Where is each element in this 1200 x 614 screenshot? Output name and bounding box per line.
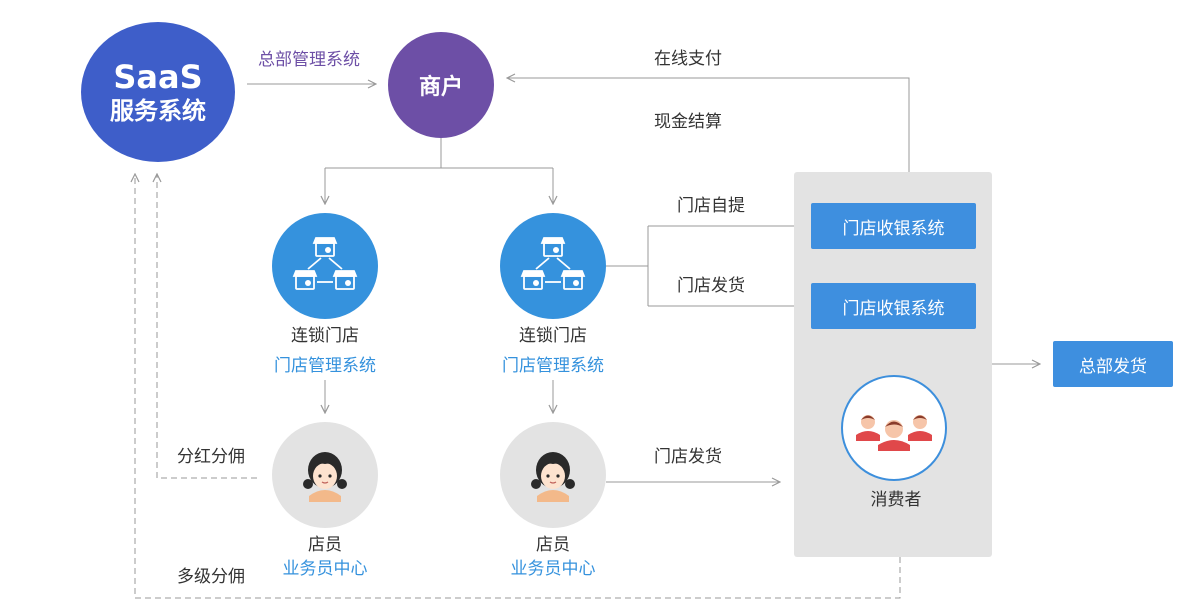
consumer-label: 消费者 xyxy=(870,490,922,510)
store-delivery-label-2: 门店发货 xyxy=(654,447,722,467)
dividend-label: 分红分佣 xyxy=(177,447,245,467)
cashier-system-2: 门店收银系统 xyxy=(811,283,976,329)
cashier-system-1: 门店收银系统 xyxy=(811,203,976,249)
staff-1-system: 业务员中心 xyxy=(282,559,368,579)
female-staff-icon xyxy=(303,452,347,502)
store-network-icon xyxy=(520,237,586,290)
self-pickup-label: 门店自提 xyxy=(677,196,745,216)
store-2-system: 门店管理系统 xyxy=(502,356,604,376)
staff-2-system: 业务员中心 xyxy=(510,559,596,579)
consumer-group-icon xyxy=(856,415,932,451)
staff-1-name: 店员 xyxy=(308,535,342,555)
female-staff-icon xyxy=(531,452,575,502)
store-1-system: 门店管理系统 xyxy=(274,356,376,376)
panel-to-merchant-line xyxy=(507,78,910,172)
store-1-name: 连锁门店 xyxy=(291,326,359,346)
saas-title: SaaS xyxy=(113,58,203,96)
saas-node: SaaS 服务系统 xyxy=(81,22,235,162)
store-delivery-label-1: 门店发货 xyxy=(677,276,745,296)
cash-settlement-label: 现金结算 xyxy=(654,112,722,132)
merchant-node: 商户 xyxy=(388,32,494,138)
multi-level-dashed-line xyxy=(135,174,901,599)
hq-system-label: 总部管理系统 xyxy=(258,50,360,70)
dividend-dashed-line xyxy=(157,174,257,479)
consumer-node xyxy=(841,375,947,481)
hq-delivery-box: 总部发货 xyxy=(1053,341,1173,387)
store-network-icon xyxy=(292,237,358,290)
store-2-name: 连锁门店 xyxy=(519,326,587,346)
staff-node-2 xyxy=(500,422,606,528)
online-payment-label: 在线支付 xyxy=(654,49,722,69)
staff-node-1 xyxy=(272,422,378,528)
store-node-2 xyxy=(500,213,606,319)
store-node-1 xyxy=(272,213,378,319)
saas-subtitle: 服务系统 xyxy=(110,97,206,125)
staff-2-name: 店员 xyxy=(536,535,570,555)
multi-level-label: 多级分佣 xyxy=(177,567,245,587)
